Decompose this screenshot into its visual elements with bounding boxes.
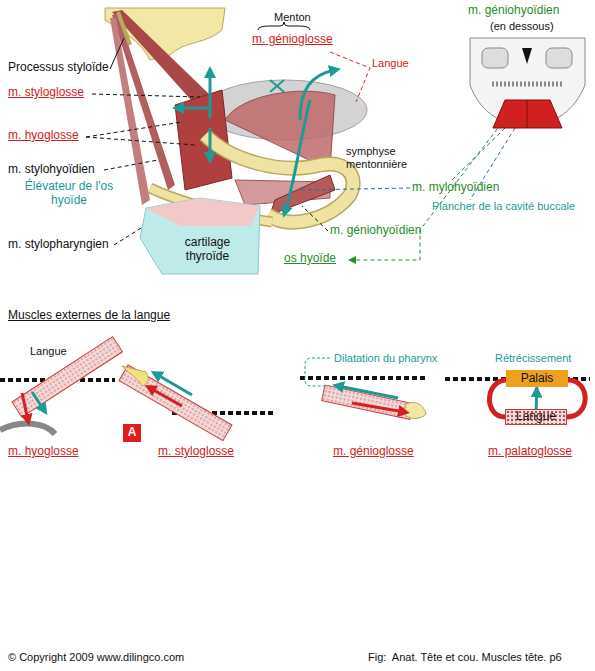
text-label: m. génioglosse — [252, 33, 333, 47]
bracket — [330, 52, 370, 102]
leader-line — [86, 137, 195, 145]
text-label: m. stylohyoïdien — [8, 163, 95, 177]
text-label: Élévateur de l'os hyoïde — [14, 180, 124, 208]
styloid-process — [122, 366, 148, 386]
pharynx-outline — [305, 358, 330, 386]
eye-socket — [482, 48, 508, 68]
text-label: Dilatation du pharynx — [334, 352, 437, 365]
eye-socket — [546, 48, 572, 68]
text-label: m. styloglosse — [158, 445, 234, 459]
text-label: symphyse mentonnière — [346, 145, 426, 170]
text-label: m. mylohyoïdien — [412, 181, 499, 195]
palatoglossus-arc — [567, 380, 585, 417]
node-text: A — [123, 424, 141, 442]
action-arrow — [22, 393, 28, 420]
palate-box: Palais — [506, 370, 568, 387]
cartilage-fill — [140, 198, 260, 274]
action-arrow — [178, 107, 210, 110]
brace — [258, 22, 310, 30]
text-label: m. styloglosse — [8, 86, 84, 100]
hyoid-bone — [0, 424, 55, 434]
text-label: m. géniohyoïdien — [468, 4, 559, 18]
action-arrow — [352, 403, 404, 412]
membrane-fill — [146, 198, 260, 226]
text-label: m. géniohyoïdien — [330, 224, 421, 238]
text-label: Langue — [372, 57, 409, 70]
section-heading: Muscles externes de la langue — [8, 309, 170, 323]
action-arrow — [300, 70, 335, 120]
text-label: Rétrécissement — [495, 352, 571, 365]
text-label: Menton — [274, 11, 311, 24]
marker-box: A — [123, 424, 141, 442]
action-arrow — [338, 386, 398, 398]
leader-line — [302, 206, 328, 231]
text-label: Processus styloïde — [8, 61, 109, 75]
tongue-box: Langue — [505, 409, 567, 425]
leader-line — [92, 94, 200, 97]
connector-arrow — [535, 387, 539, 409]
text-label: m. hyoglosse — [8, 129, 79, 143]
leader-line — [104, 160, 158, 170]
mandible-bone — [404, 402, 426, 418]
action-arrow — [150, 388, 182, 406]
cross-mark — [270, 80, 284, 92]
text-label: m. palatoglosse — [488, 445, 572, 459]
stylohyoid-muscle — [112, 14, 175, 190]
leader-arrow — [352, 112, 510, 260]
action-arrow — [156, 374, 192, 395]
text-label: Langue — [30, 345, 67, 358]
text-label: os hyoïde — [284, 252, 336, 266]
text-label: (en dessous) — [490, 20, 554, 33]
node-text: Palais — [506, 370, 568, 387]
cartilage-shape: cartilage thyroïde — [140, 196, 265, 276]
muscle-fibre — [527, 100, 528, 128]
leader-line — [110, 38, 124, 69]
text-label: Plancher de la cavité buccale — [432, 200, 575, 213]
tongue-strip — [322, 385, 413, 419]
cross-mark — [270, 80, 284, 92]
nasal-cavity — [522, 48, 532, 64]
text-label: m. stylopharyngien — [8, 238, 109, 252]
tongue-strip — [12, 337, 122, 417]
node-text: cartilage thyroïde — [170, 236, 245, 264]
leader-line — [450, 128, 505, 182]
leader-line — [86, 122, 182, 137]
node-text: Langue — [506, 410, 566, 424]
text-label: © Copyright 2009 www.dilingco.com — [8, 651, 184, 664]
action-arrow — [32, 392, 44, 410]
text-label: m. hyoglosse — [8, 445, 79, 459]
dashed-reference — [300, 376, 425, 380]
action-arrow — [285, 100, 310, 212]
text-label: m. génioglosse — [333, 445, 414, 459]
leader-line — [300, 188, 410, 190]
action-arrow — [209, 128, 212, 158]
action-arrow — [209, 72, 212, 118]
skull-outline — [470, 38, 585, 127]
styloid-process — [118, 12, 130, 45]
teeth-row — [492, 82, 562, 87]
stylopharyngeus-muscle — [110, 18, 150, 205]
text-label: Fig: Anat. Tête et cou. Muscles tête. p6 — [368, 651, 562, 664]
geniohyoid-fan — [493, 100, 562, 128]
